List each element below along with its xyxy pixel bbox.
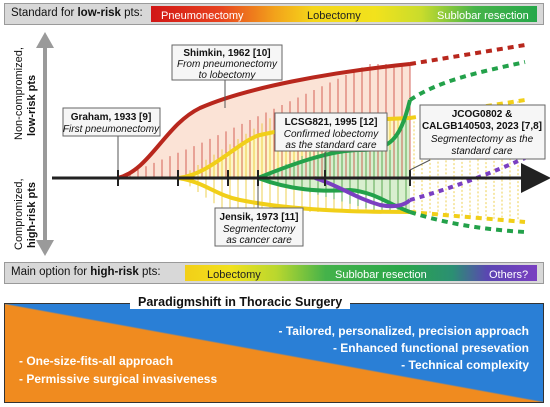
high-risk-option-label: Main option for high-risk pts:	[11, 266, 161, 278]
leader-jcog	[409, 159, 431, 171]
risk-axis-down-arrow	[36, 240, 54, 256]
sublobar-lower-projection	[409, 210, 526, 234]
lower-axis-label-line2: high-risk pts	[26, 182, 38, 248]
paradigm-right-item-2: - Enhanced functional presevation	[332, 341, 529, 355]
sublobar-lower-curve	[257, 176, 411, 214]
others-curve	[314, 176, 412, 209]
paradigm-left-item-2: - Permissive surgical invasiveness	[19, 372, 218, 386]
high-risk-lobectomy-label: Lobectomy	[207, 269, 261, 281]
milestone-jensik-title: Jensik, 1973 [11]	[220, 212, 299, 223]
pneumonectomy-curve-projection	[409, 43, 526, 66]
milestone-jensik-subtitle-2: as cancer care	[226, 235, 292, 246]
lobectomy-lower-projection	[409, 210, 526, 224]
high-risk-option-bar: Main option for high-risk pts: Lobectomy…	[4, 262, 544, 284]
sublobar-upper-projection	[408, 60, 526, 102]
milestone-graham-subtitle: First pneumonectomy	[63, 124, 160, 135]
lower-axis-label-line1: Compromized,	[13, 178, 25, 250]
milestone-lcsg821-subtitle-2: as the standard care	[285, 140, 377, 151]
milestone-jcog-title-1: JCOG0802 &	[452, 109, 513, 120]
milestone-lcsg821: LCSG821, 1995 [12] Confirmed lobectomy a…	[274, 112, 388, 152]
paradigm-shift-panel: - Tailored, personalized, precision appr…	[4, 303, 544, 403]
paradigm-right-item-3: - Technical complexity	[401, 358, 529, 372]
paradigm-left-item-1: - One-size-fits-all approach	[19, 354, 174, 368]
milestone-shimkin-subtitle-2: to lobectomy	[199, 70, 257, 81]
svg-text:Non-compromized,: Non-compromized,	[13, 47, 25, 140]
risk-axis-up-arrow	[36, 32, 54, 48]
milestone-shimkin-title: Shimkin, 1962 [10]	[183, 48, 270, 59]
lobectomy-label: Lobectomy	[307, 10, 361, 22]
sublobar-resection-label: Sublobar resection	[437, 10, 529, 22]
pneumonectomy-curve	[117, 62, 411, 180]
sublobar-upper-region	[258, 100, 410, 178]
milestone-jcog-subtitle-1: Segmentectomy as the	[431, 134, 534, 145]
milestone-jcog0802: JCOG0802 & CALGB140503, 2023 [7,8] Segme…	[419, 104, 546, 160]
milestone-jcog-title-2: CALGB140503, 2023 [7,8]	[422, 121, 542, 132]
lobectomy-lower-curve	[177, 176, 411, 214]
svg-text:low-risk pts: low-risk pts	[26, 75, 38, 136]
milestone-graham: Graham, 1933 [9] First pneumonectomy	[62, 107, 161, 137]
low-risk-standard-label: Standard for low-risk pts:	[11, 7, 143, 19]
milestone-shimkin: Shimkin, 1962 [10] From pneumonectomy to…	[171, 44, 283, 81]
others-projection	[409, 156, 526, 202]
high-risk-sublobar-label: Sublobar resection	[335, 269, 427, 281]
upper-axis-label-line1: Non-compromized,	[13, 47, 25, 140]
high-risk-procedure-gradient: Lobectomy Sublobar resection Others?	[185, 265, 537, 281]
upper-axis-label-line2: low-risk pts	[26, 75, 38, 136]
milestone-jcog-subtitle-2: standard care	[451, 146, 513, 157]
pneumonectomy-label: Pneumonectomy	[161, 10, 244, 22]
milestone-jensik: Jensik, 1973 [11] Segmentectomy as cance…	[214, 207, 304, 247]
milestone-jensik-subtitle-1: Segmentectomy	[223, 224, 296, 235]
lower-axis-label-group: Compromized, high-risk pts	[13, 178, 38, 250]
svg-text:high-risk pts: high-risk pts	[26, 182, 38, 248]
low-risk-procedure-gradient: Pneumonectomy Lobectomy Sublobar resecti…	[151, 6, 537, 22]
paradigm-shift-title: Paradigmshift in Thoracic Surgery	[130, 295, 351, 309]
low-risk-standard-bar: Standard for low-risk pts: Pneumonectomy…	[4, 3, 544, 25]
upper-axis-label-group: Non-compromized, low-risk pts	[13, 47, 38, 140]
milestone-shimkin-subtitle-1: From pneumonectomy	[177, 59, 278, 70]
high-risk-others-label: Others?	[489, 269, 529, 281]
milestone-lcsg821-title: LCSG821, 1995 [12]	[285, 117, 378, 128]
svg-text:Compromized,: Compromized,	[13, 178, 25, 250]
milestone-graham-title: Graham, 1933 [9]	[71, 112, 152, 123]
milestone-lcsg821-subtitle-1: Confirmed lobectomy	[284, 129, 379, 140]
paradigm-right-item-1: - Tailored, personalized, precision appr…	[278, 324, 530, 338]
